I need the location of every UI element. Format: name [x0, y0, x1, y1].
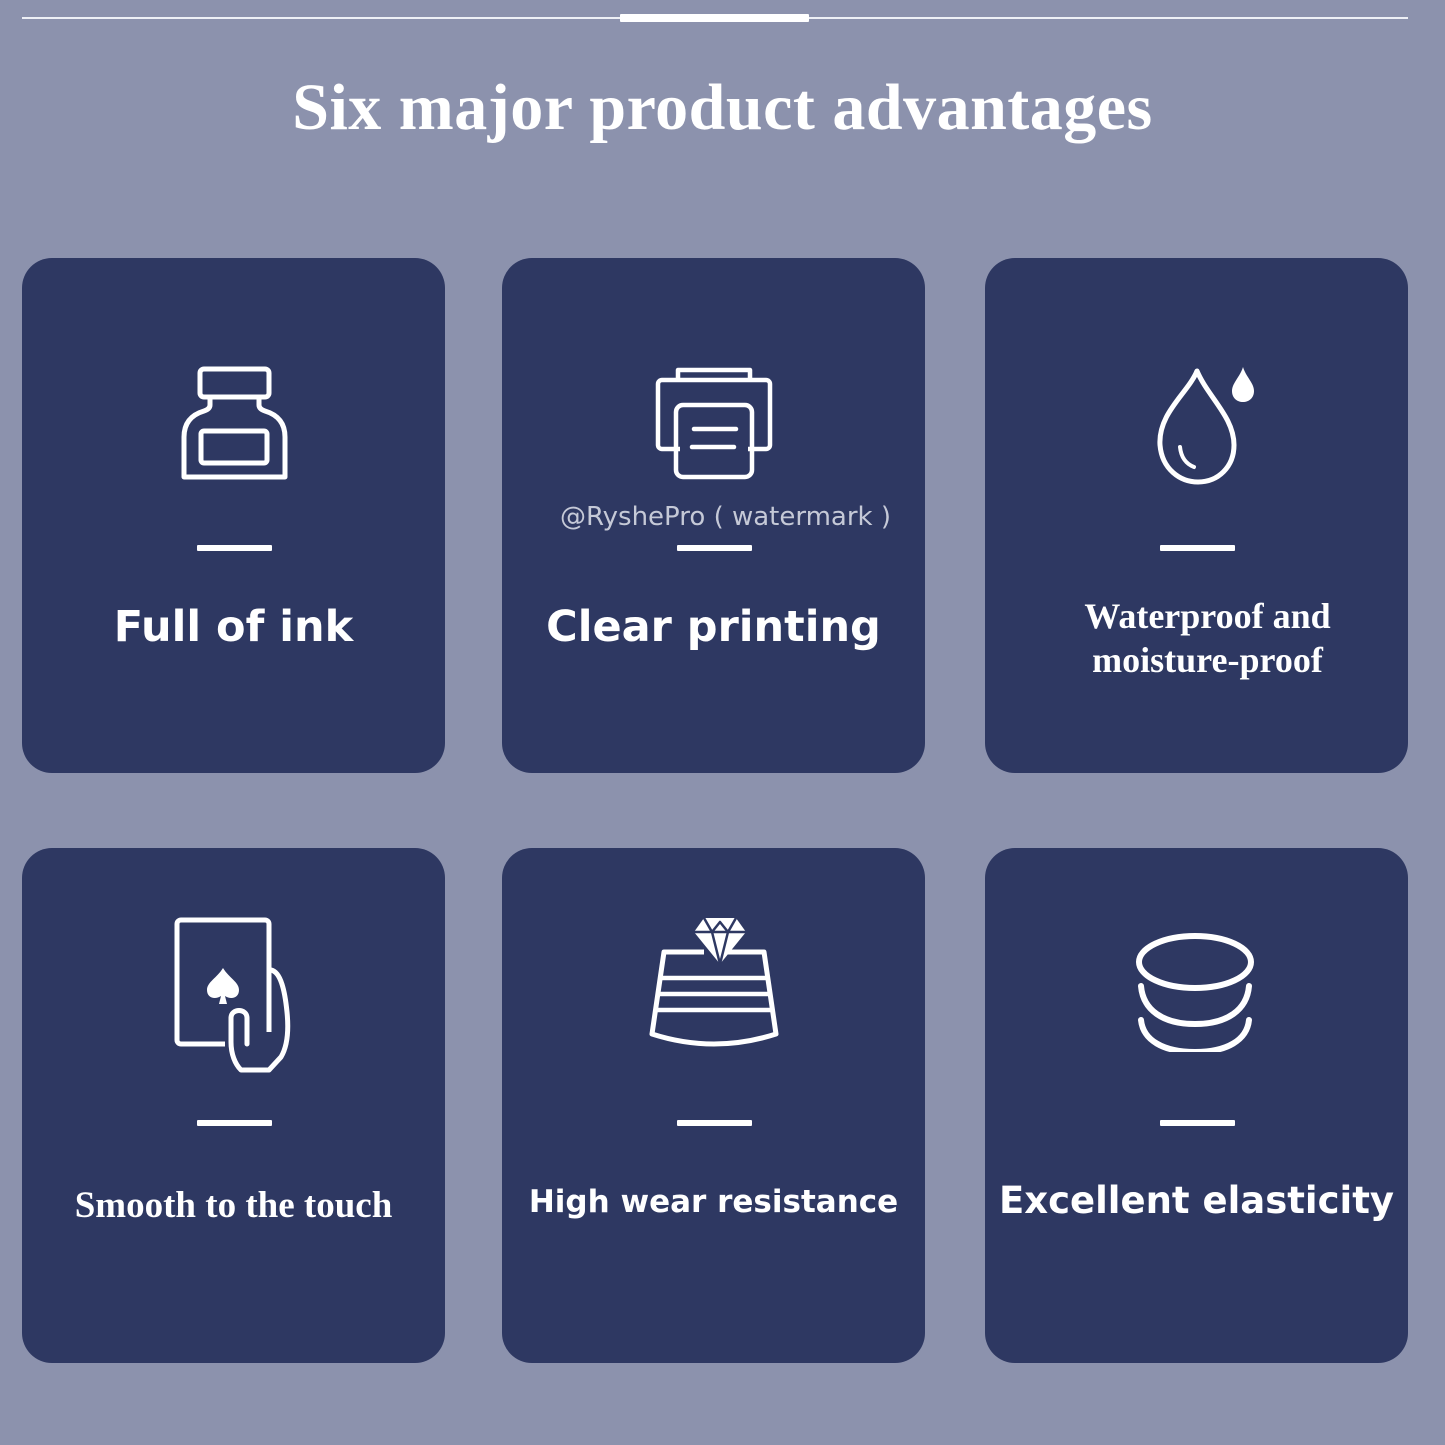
card-label: High wear resistance	[528, 1184, 899, 1220]
advantage-card-smooth: Smooth to the touch	[22, 848, 445, 1363]
card-label-line-1: Waterproof and	[1084, 596, 1331, 636]
card-label-line-2: moisture-proof	[1092, 640, 1323, 680]
card-divider	[1159, 545, 1235, 551]
card-label: Full of ink	[113, 602, 354, 652]
advantage-card-elasticity: Excellent elasticity	[985, 848, 1408, 1363]
advantage-card-wear: High wear resistance	[502, 848, 925, 1363]
playing-card-hand-icon	[174, 917, 290, 1073]
stacked-discs-icon	[1135, 933, 1254, 1052]
printer-icon	[655, 367, 772, 480]
card-divider	[196, 545, 272, 551]
card-label: Waterproof and moisture-proof	[985, 594, 1408, 682]
ink-bottle-icon	[181, 366, 287, 480]
card-divider	[676, 1120, 752, 1126]
watermark-text: @RyshePro ( watermark )	[560, 502, 892, 532]
advantage-card-ink: Full of ink	[22, 258, 445, 773]
card-divider	[1159, 1120, 1235, 1126]
card-divider	[676, 545, 752, 551]
card-divider	[196, 1120, 272, 1126]
card-label: Smooth to the touch	[74, 1185, 393, 1226]
advantage-card-printing: Clear printing	[502, 258, 925, 773]
card-label: Clear printing	[546, 602, 881, 652]
card-label: Excellent elasticity	[998, 1179, 1395, 1222]
top-divider-accent	[620, 14, 809, 22]
water-drop-icon	[1156, 367, 1254, 485]
advantage-card-waterproof: Waterproof and moisture-proof	[985, 258, 1408, 773]
diamond-wear-layers-icon	[649, 917, 778, 1047]
page-title: Six major product advantages	[292, 71, 1153, 144]
